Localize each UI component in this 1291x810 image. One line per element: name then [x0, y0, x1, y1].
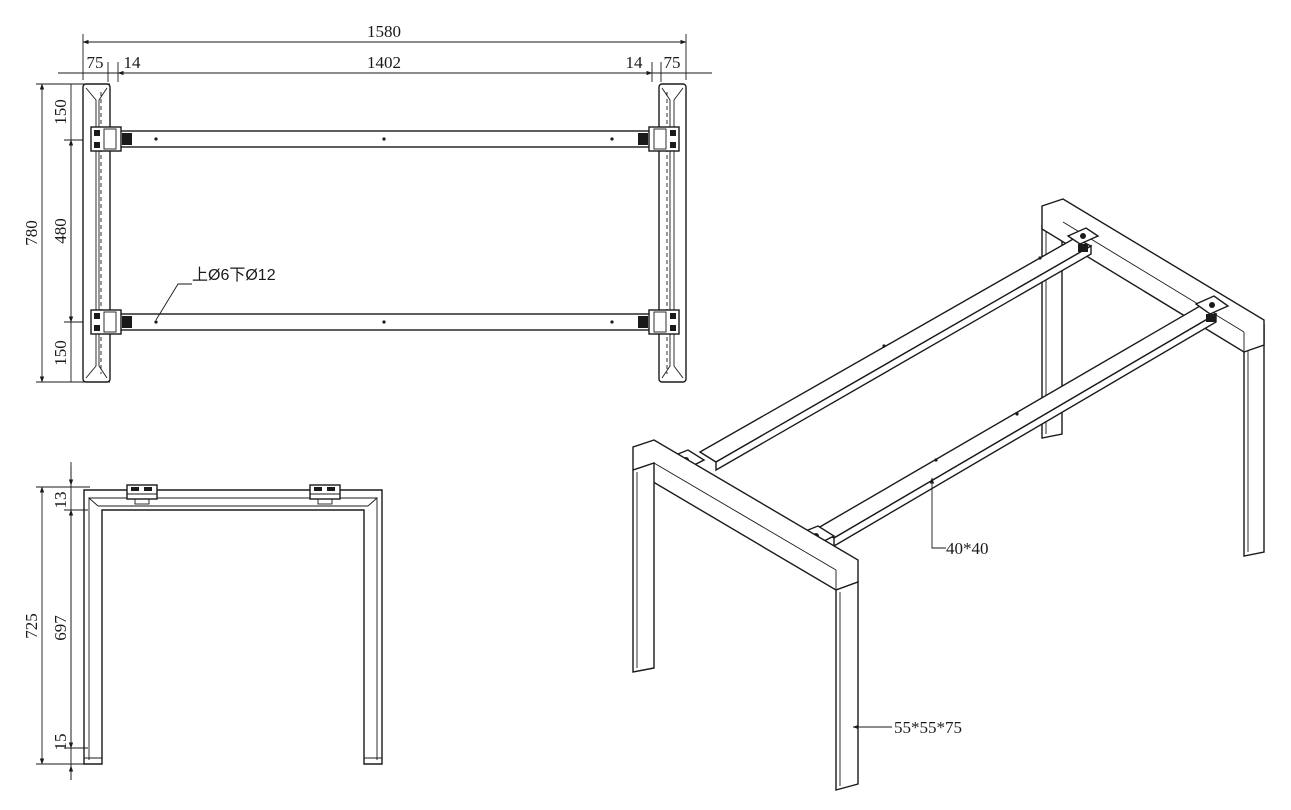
dim-leg-height: 697 [51, 615, 70, 641]
dim-leg-right: 75 [664, 53, 681, 72]
iso-beam-front [816, 305, 1218, 548]
hole-note: 上Ø6下Ø12 [192, 266, 276, 284]
iso-bracket-2 [1194, 295, 1230, 322]
side-bracket-left [126, 484, 158, 505]
beam-section-label: 40*40 [946, 539, 989, 558]
dim-offset-bottom: 150 [51, 340, 70, 366]
plan-beam-top [117, 130, 653, 148]
iso-top-rail-back [1041, 198, 1265, 353]
dim-overall-width: 1580 [367, 22, 401, 41]
side-view: 725 13 697 15 [22, 462, 383, 780]
dim-offset-top: 150 [51, 99, 70, 125]
beam-section-leader [929, 477, 946, 549]
iso-view: 40*40 55*55*75 [632, 198, 1265, 791]
dim-beam-spacing: 480 [51, 218, 70, 244]
plan-bracket-bl [90, 309, 132, 335]
iso-beam-back [698, 237, 1093, 472]
plan-beam-bottom [117, 313, 653, 331]
plan-bracket-br [638, 309, 680, 335]
dim-leg-left: 75 [87, 53, 104, 72]
iso-top-rail-front [632, 439, 859, 591]
dim-inner-width: 1402 [367, 53, 401, 72]
iso-leg-front-left [632, 462, 655, 673]
dim-top-thickness: 13 [51, 492, 70, 509]
leg-section-label: 55*55*75 [894, 718, 962, 737]
dim-gap-right: 14 [626, 53, 644, 72]
iso-bracket-1 [1066, 227, 1100, 252]
side-frame [83, 489, 383, 765]
plan-view: 1580 75 14 1402 14 75 780 150 480 150 [22, 22, 712, 383]
side-bracket-right [309, 484, 341, 505]
plan-leg-right [658, 83, 687, 383]
iso-leg-front-right [835, 581, 859, 791]
dim-foot-height: 15 [51, 734, 70, 751]
dim-gap-left: 14 [124, 53, 142, 72]
iso-leg-back-right [1243, 324, 1265, 557]
dim-overall-depth: 780 [22, 220, 41, 246]
plan-bracket-tr [638, 126, 680, 152]
plan-bracket-tl [90, 126, 132, 152]
hole-note-leader [155, 283, 192, 321]
dim-overall-height: 725 [22, 613, 41, 639]
